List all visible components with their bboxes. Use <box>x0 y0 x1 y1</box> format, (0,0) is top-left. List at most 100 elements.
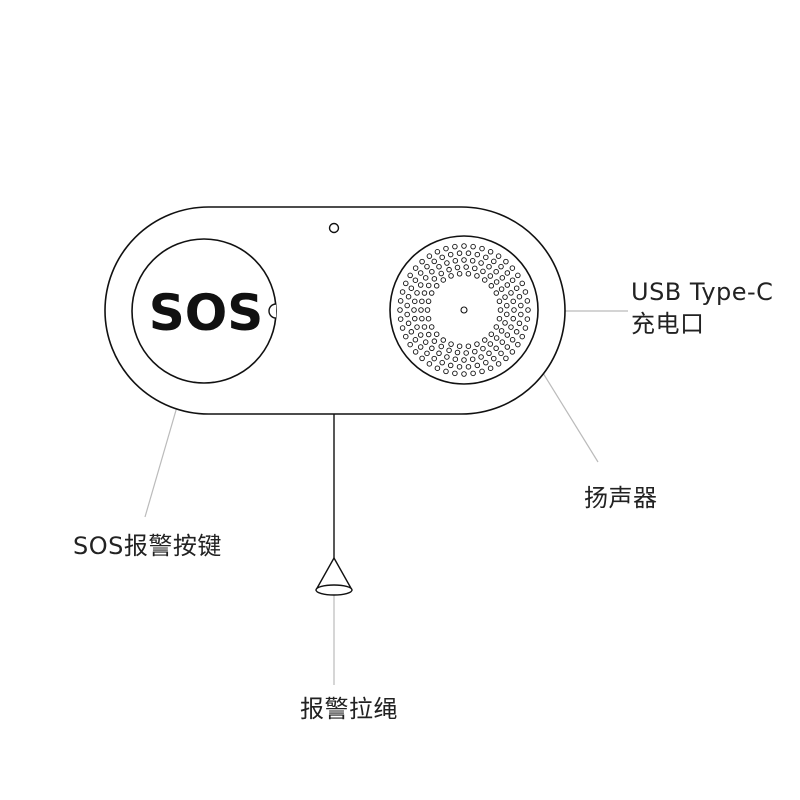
speaker-hole <box>425 331 432 338</box>
speaker-hole <box>417 282 424 288</box>
speaker-hole <box>426 253 433 259</box>
speaker-hole <box>408 329 415 335</box>
speaker-hole <box>461 371 467 377</box>
speaker-hole <box>483 359 489 366</box>
speaker-hole <box>470 370 476 377</box>
speaker-hole <box>470 243 476 250</box>
speaker-hole <box>483 254 489 261</box>
speaker-hole <box>519 280 525 287</box>
speaker-hole <box>498 286 505 292</box>
speaker-hole <box>422 275 429 281</box>
speaker-hole <box>479 245 485 252</box>
speaker-hole <box>440 277 447 283</box>
speaker-hole <box>421 290 428 296</box>
speaker-hole <box>493 345 499 352</box>
speaker-hole <box>429 268 435 275</box>
speaker-hole <box>481 337 488 343</box>
speaker-hole <box>439 254 445 261</box>
speaker-hole <box>407 272 413 279</box>
speaker-hole <box>443 245 449 252</box>
indicator-hole <box>328 222 340 234</box>
speaker-hole <box>463 350 469 356</box>
speaker-hole <box>478 260 484 266</box>
speaker-hole <box>503 355 509 362</box>
speaker-hole <box>403 333 409 340</box>
speaker-hole <box>488 283 495 289</box>
label-sos-button: SOS报警按键 <box>73 532 222 560</box>
speaker-hole <box>428 324 435 330</box>
speaker-hole <box>434 365 441 371</box>
speaker-hole <box>461 257 467 263</box>
speaker-hole <box>474 362 481 369</box>
speaker-hole <box>452 243 458 250</box>
speaker-hole <box>456 343 463 349</box>
speaker-hole <box>447 251 454 258</box>
speaker-hole <box>487 365 494 371</box>
speaker-hole <box>465 364 472 370</box>
speaker-hole <box>481 277 488 283</box>
speaker-hole <box>444 354 450 360</box>
speaker-hole <box>405 320 412 327</box>
speaker-hole <box>496 315 503 322</box>
speaker-hole <box>426 361 433 367</box>
speaker-hole <box>440 337 447 343</box>
speaker-hole <box>487 273 494 279</box>
speaker-hole <box>487 249 494 255</box>
speaker-holes <box>397 243 531 377</box>
speaker-hole <box>493 335 500 341</box>
speaker-hole <box>487 341 494 347</box>
speaker-hole <box>461 357 467 363</box>
speaker-hole <box>480 268 486 275</box>
pendant-base <box>315 584 353 596</box>
speaker-hole <box>518 311 524 318</box>
speaker-hole <box>493 290 500 296</box>
speaker-hole <box>417 332 424 338</box>
speaker-hole <box>522 325 529 331</box>
pull-cord-pendant[interactable] <box>315 557 353 596</box>
speaker-hole <box>486 350 492 357</box>
sos-button-text: SOS <box>149 284 264 342</box>
speaker-hole <box>516 293 523 300</box>
speaker-hole <box>509 277 516 283</box>
speaker-hole <box>498 263 504 270</box>
speaker-hole <box>454 349 461 356</box>
speaker-hole <box>474 341 480 347</box>
speaker-hole <box>419 355 425 362</box>
speaker-hole <box>397 298 404 304</box>
speaker-hole <box>424 263 430 270</box>
speaker-hole <box>425 298 432 305</box>
speaker-hole <box>434 249 441 255</box>
speaker-hole <box>428 290 435 296</box>
speaker-hole <box>431 355 437 362</box>
speaker-hole <box>522 289 529 295</box>
speaker-hole <box>524 298 531 304</box>
speaker-hole <box>403 280 409 287</box>
speaker-hole <box>425 315 432 322</box>
speaker-hole <box>503 258 509 265</box>
speaker-hole <box>515 272 521 279</box>
speaker-hole <box>510 298 516 305</box>
speaker-hole <box>446 266 452 273</box>
speaker-hole <box>465 271 472 277</box>
speaker-hole <box>447 362 454 369</box>
speaker-hole <box>411 307 417 313</box>
sos-button-notch <box>268 303 277 319</box>
speaker-hole <box>431 338 438 344</box>
speaker-hole <box>412 277 419 283</box>
speaker-hole <box>461 243 467 249</box>
speaker-hole <box>474 273 480 279</box>
label-usb-line2: 充电口 <box>631 310 705 339</box>
label-speaker: 扬声器 <box>584 484 658 512</box>
speaker-hole <box>425 282 432 289</box>
speaker-hole <box>422 339 429 345</box>
speaker-hole <box>496 298 503 305</box>
speaker-hole <box>456 271 463 277</box>
speaker-hole <box>499 339 506 345</box>
speaker-hole <box>448 341 454 347</box>
speaker-hole <box>493 324 500 330</box>
speaker-hole <box>504 270 511 276</box>
speaker-hole <box>452 258 459 264</box>
speaker-hole <box>419 258 425 265</box>
speaker-hole <box>414 324 420 330</box>
speaker-hole <box>516 320 523 327</box>
